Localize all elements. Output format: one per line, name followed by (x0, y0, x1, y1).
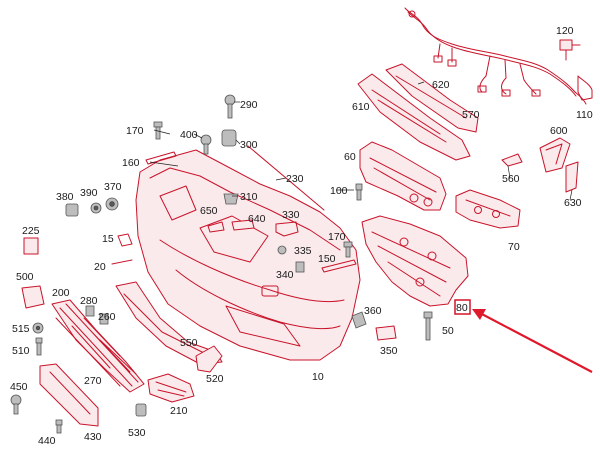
label-210: 210 (170, 405, 188, 417)
lower-trim-520 (195, 345, 223, 373)
label-230: 230 (286, 173, 304, 185)
license-plate-holder-270 (39, 363, 99, 427)
label-70: 70 (508, 241, 520, 253)
label-110: 110 (576, 109, 593, 121)
label-120: 120 (556, 25, 574, 37)
label-650: 650 (200, 205, 218, 217)
label-530: 530 (128, 427, 146, 439)
label-15: 15 (102, 233, 114, 245)
label-80: 80 (456, 302, 468, 314)
label-515: 515 (12, 323, 30, 335)
label-610: 610 (352, 101, 370, 113)
bumper-cover-10 (135, 149, 361, 361)
impact-absorber-570 (385, 63, 479, 133)
label-520: 520 (206, 373, 224, 385)
label-170-lower: 170 (328, 231, 346, 243)
label-10: 10 (312, 371, 324, 383)
label-440: 440 (38, 435, 56, 447)
label-630: 630 (564, 197, 582, 209)
label-160: 160 (122, 157, 140, 169)
clip-560 (501, 153, 523, 167)
label-640: 640 (248, 213, 266, 225)
label-290: 290 (240, 99, 258, 111)
label-600: 600 (550, 125, 568, 137)
label-270: 270 (84, 375, 102, 387)
bracket-70 (455, 189, 521, 229)
label-450: 450 (10, 381, 28, 393)
hardware-parts (10, 94, 433, 434)
inner-bracket-assembly (361, 215, 469, 307)
label-350: 350 (380, 345, 398, 357)
label-225: 225 (22, 225, 40, 237)
pointer-arrow-line (477, 311, 593, 373)
label-60: 60 (344, 151, 356, 163)
label-200: 200 (52, 287, 70, 299)
trim-630 (565, 161, 579, 193)
impact-absorber-610 (357, 73, 471, 161)
label-390: 390 (80, 187, 98, 199)
bolt-100 (355, 183, 363, 201)
label-380: 380 (56, 191, 74, 203)
label-340: 340 (276, 269, 294, 281)
label-370: 370 (104, 181, 122, 193)
part-labels: 120 110 620 610 570 600 560 630 60 100 7… (10, 25, 593, 447)
pointer-arrow-head (472, 309, 486, 320)
wiring-harness (404, 7, 587, 105)
label-330: 330 (282, 209, 300, 221)
label-300: 300 (240, 139, 258, 151)
lower-grille-200 (51, 299, 145, 393)
label-500: 500 (16, 271, 34, 283)
label-335: 335 (294, 245, 312, 257)
label-100: 100 (330, 185, 348, 197)
fog-lamp-bezel-210 (147, 373, 195, 403)
label-400: 400 (180, 129, 198, 141)
label-620: 620 (432, 79, 450, 91)
highlight-part-80: 80 (454, 299, 593, 373)
label-560: 560 (502, 173, 520, 185)
label-260: 260 (98, 311, 116, 323)
sensor-connector (559, 39, 593, 101)
leader-lines (149, 81, 573, 201)
label-310: 310 (240, 191, 258, 203)
label-20: 20 (94, 261, 106, 273)
label-360: 360 (364, 305, 382, 317)
label-280: 280 (80, 295, 98, 307)
label-170-top: 170 (126, 125, 144, 137)
mounting-bracket-60 (359, 141, 447, 211)
label-150: 150 (318, 253, 336, 265)
label-430: 430 (84, 431, 102, 443)
label-550: 550 (180, 337, 198, 349)
label-570: 570 (462, 109, 480, 121)
trim-600 (539, 137, 571, 173)
label-50: 50 (442, 325, 454, 337)
label-510: 510 (12, 345, 30, 357)
highlight-box (454, 299, 471, 315)
